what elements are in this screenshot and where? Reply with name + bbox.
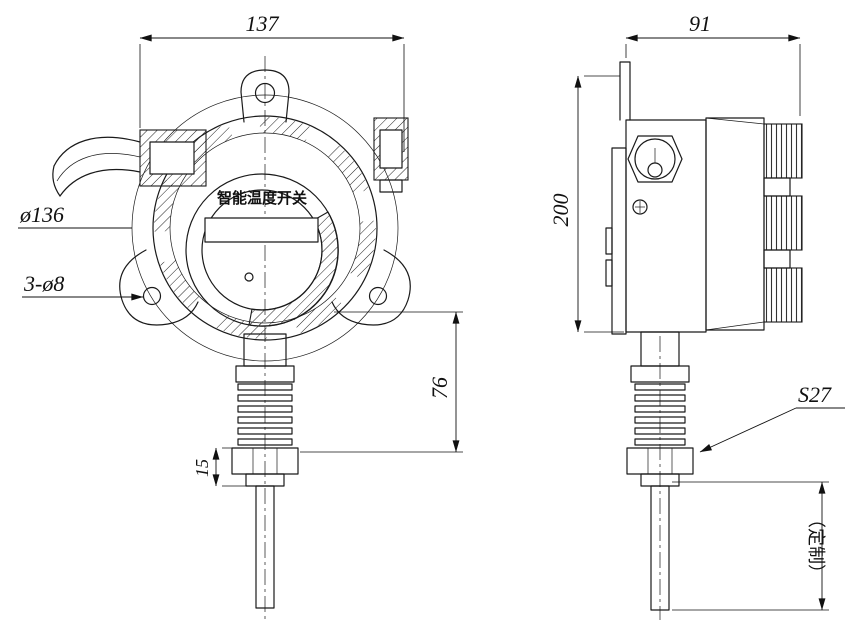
display-window [204,217,319,243]
fin [237,383,293,391]
hex-boss [627,135,683,183]
side-probe [626,331,694,611]
fin [237,405,293,413]
bracket-tab [605,227,613,255]
probe-tube [255,485,275,609]
dim-front-width: 137 [139,11,405,152]
cover-chamfer [705,321,765,331]
top-mount-tab [240,69,290,123]
mount-holes-label: 3-ø8 [23,271,64,296]
hex-size-label: S27 [798,382,832,407]
fin [634,438,686,446]
top-mount-hole [254,82,276,104]
front-probe [231,333,299,609]
dim-side-width-label: 91 [689,11,711,36]
cover-groove [763,249,791,269]
side-connector [373,117,409,193]
label-diameter: ø136 [18,202,132,229]
cable-gland [52,129,207,197]
antenna-strip [619,61,631,121]
diameter-label: ø136 [19,202,64,227]
left-mount-hole [142,286,162,306]
fin [237,427,293,435]
dim-thread-length: 15 [192,447,250,487]
device-label: 智能温度开关 [217,189,307,207]
connector-core [379,129,403,169]
cable-top-edge [53,136,141,167]
boss-inner-hole [647,162,663,178]
dim-probe-custom-length: （定制） [672,481,829,611]
label-hex-size: S27 [699,382,845,453]
fin [634,383,686,391]
fin [237,416,293,424]
dim-overall-height-label: 200 [548,194,573,227]
gland-nut [149,141,195,175]
dim-front-width-label: 137 [246,11,280,36]
side-view: 91 200 S27 （定制） [548,11,845,620]
ribbed-cover [705,117,803,331]
fin [237,394,293,402]
right-mount-ear [331,249,411,326]
hex-outline [627,135,683,183]
cover-chamfer [705,117,765,125]
ground-circle [632,199,648,215]
bracket-tab [605,259,613,287]
cover-base [705,117,765,331]
right-mount-hole [368,286,388,306]
probe-tube [650,485,670,611]
dim-stem-height: 76 [300,311,463,453]
knurl-ring [154,117,376,339]
dim-side-width: 91 [625,11,801,116]
boss-circle [634,138,676,180]
crescent-hatch [248,211,339,327]
cover-rib [763,267,803,323]
cable-mid-line [56,153,141,182]
dim-thread-length-label: 15 [192,459,212,477]
dim-overall-height: 200 [548,75,624,333]
dim-stem-height-label: 76 [427,377,452,399]
leader-line [699,407,797,453]
connector-base [379,179,403,193]
dim-custom-length-label: （定制） [806,510,826,582]
cover-groove [763,177,791,197]
fin [634,427,686,435]
left-mount-ear [119,249,199,326]
probe-flange [235,365,295,383]
indicator-dot [244,272,254,282]
ground-terminal [632,199,648,215]
side-body [625,119,707,333]
probe-flange [630,365,690,383]
cover-rib [763,123,803,179]
fin [634,394,686,402]
fin [634,416,686,424]
fin [237,438,293,446]
front-view: 智能温度开关 [18,11,463,620]
label-mount-holes: 3-ø8 [22,271,144,301]
fin [634,405,686,413]
housing-outer-circle [152,115,378,341]
cover-rib [763,195,803,251]
side-bracket [611,147,627,335]
cable-bottom-edge [59,168,141,197]
cable-end [52,165,61,197]
